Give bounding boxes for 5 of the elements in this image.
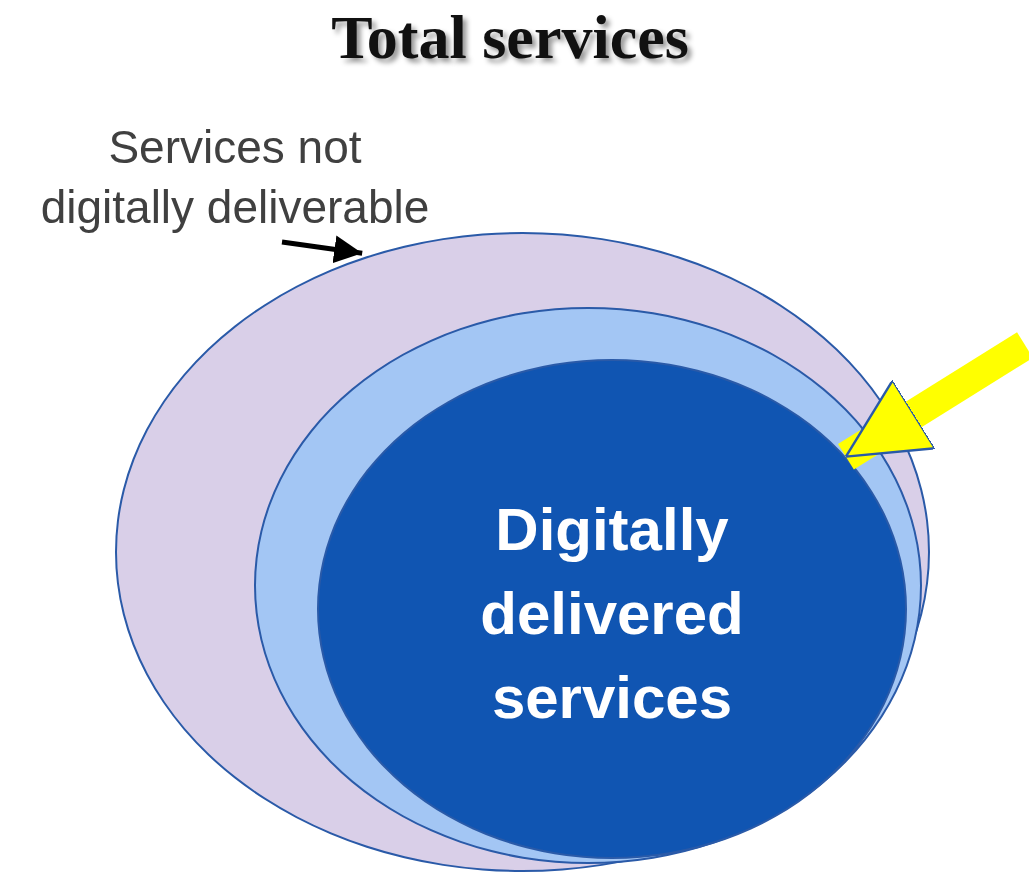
callout-text: Services not digitally deliverable xyxy=(39,120,431,235)
title: Total services xyxy=(330,2,690,73)
arrow xyxy=(281,235,363,264)
ellipse-label: Digitally delivered services xyxy=(479,495,745,733)
arrow xyxy=(837,332,1029,470)
